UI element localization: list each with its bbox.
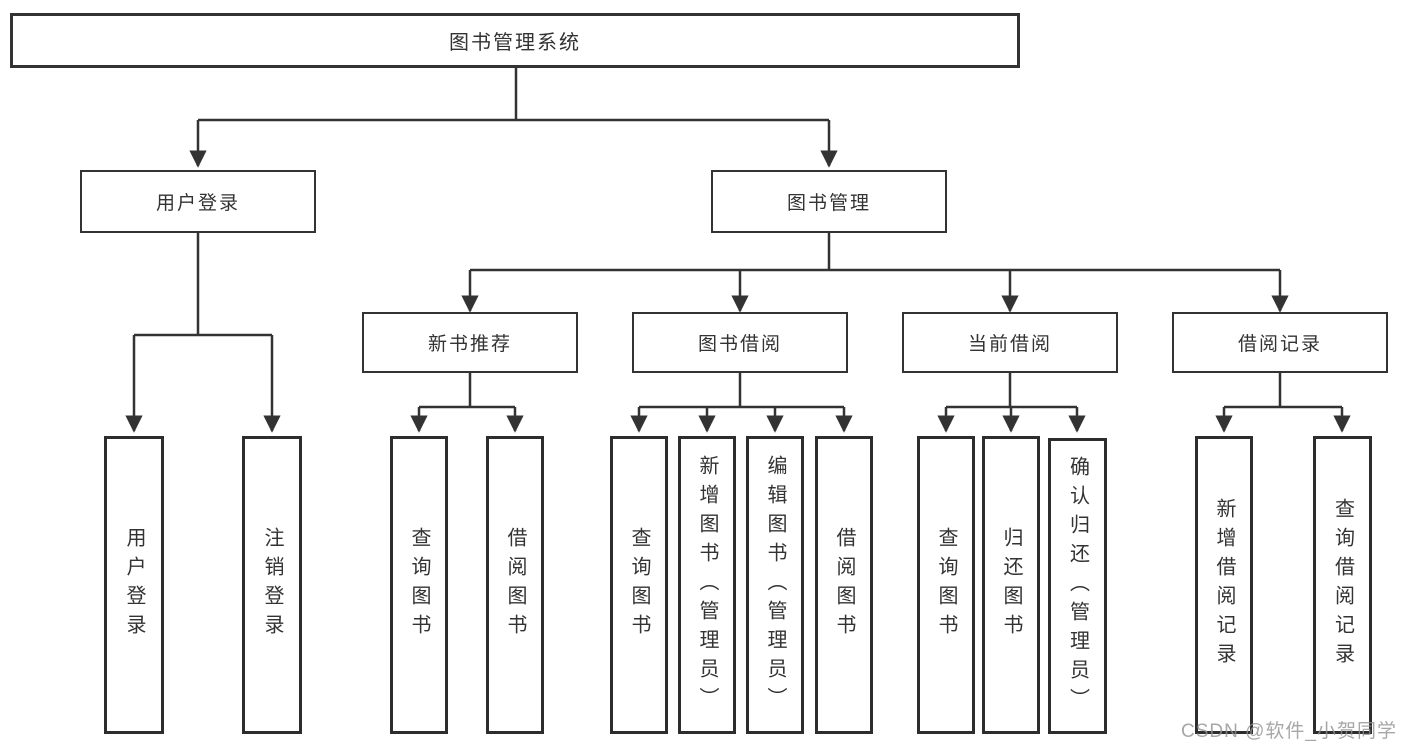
node-current-borrow: 当前借阅 [902,312,1118,373]
leaf-logout-label: 注销登录 [261,527,283,643]
node-root: 图书管理系统 [10,13,1020,68]
leaf-add-borrow-record-label: 新增借阅记录 [1213,498,1235,672]
leaf-add-book-admin-label: 新增图书（管理员） [696,454,718,716]
leaf-search-borrow-record: 查询借阅记录 [1313,436,1372,734]
leaf-add-borrow-record: 新增借阅记录 [1195,436,1253,734]
leaf-edit-book-admin-label: 编辑图书（管理员） [764,454,786,716]
csdn-watermark: CSDN @软件_小贺同学 [1181,721,1397,742]
leaf-confirm-return-admin: 确认归还（管理员） [1048,438,1107,734]
leaf-search-books-current: 查询图书 [917,436,975,734]
leaf-borrow-books-label: 借阅图书 [833,527,855,643]
leaf-search-books-borrow: 查询图书 [610,436,668,734]
node-borrow-records: 借阅记录 [1172,312,1388,373]
leaf-user-login: 用户登录 [104,436,164,734]
leaf-user-login-label: 用户登录 [123,527,145,643]
leaf-search-books-recommend: 查询图书 [390,436,448,734]
leaf-add-book-admin: 新增图书（管理员） [678,436,736,734]
node-new-book-recommend: 新书推荐 [362,312,578,373]
leaf-return-book-label: 归还图书 [1000,527,1022,643]
node-book-borrow: 图书借阅 [632,312,848,373]
leaf-borrow-books: 借阅图书 [815,436,873,734]
leaf-edit-book-admin: 编辑图书（管理员） [746,436,804,734]
node-user-login: 用户登录 [80,170,316,233]
leaf-borrow-books-recommend: 借阅图书 [486,436,544,734]
node-book-management: 图书管理 [711,170,947,233]
leaf-search-books-current-label: 查询图书 [935,527,957,643]
leaf-search-books-recommend-label: 查询图书 [408,527,430,643]
leaf-borrow-books-recommend-label: 借阅图书 [504,527,526,643]
leaf-search-books-borrow-label: 查询图书 [628,527,650,643]
leaf-confirm-return-admin-label: 确认归还（管理员） [1066,455,1089,717]
leaf-logout: 注销登录 [242,436,302,734]
leaf-return-book: 归还图书 [982,436,1040,734]
leaf-search-borrow-record-label: 查询借阅记录 [1331,498,1354,672]
